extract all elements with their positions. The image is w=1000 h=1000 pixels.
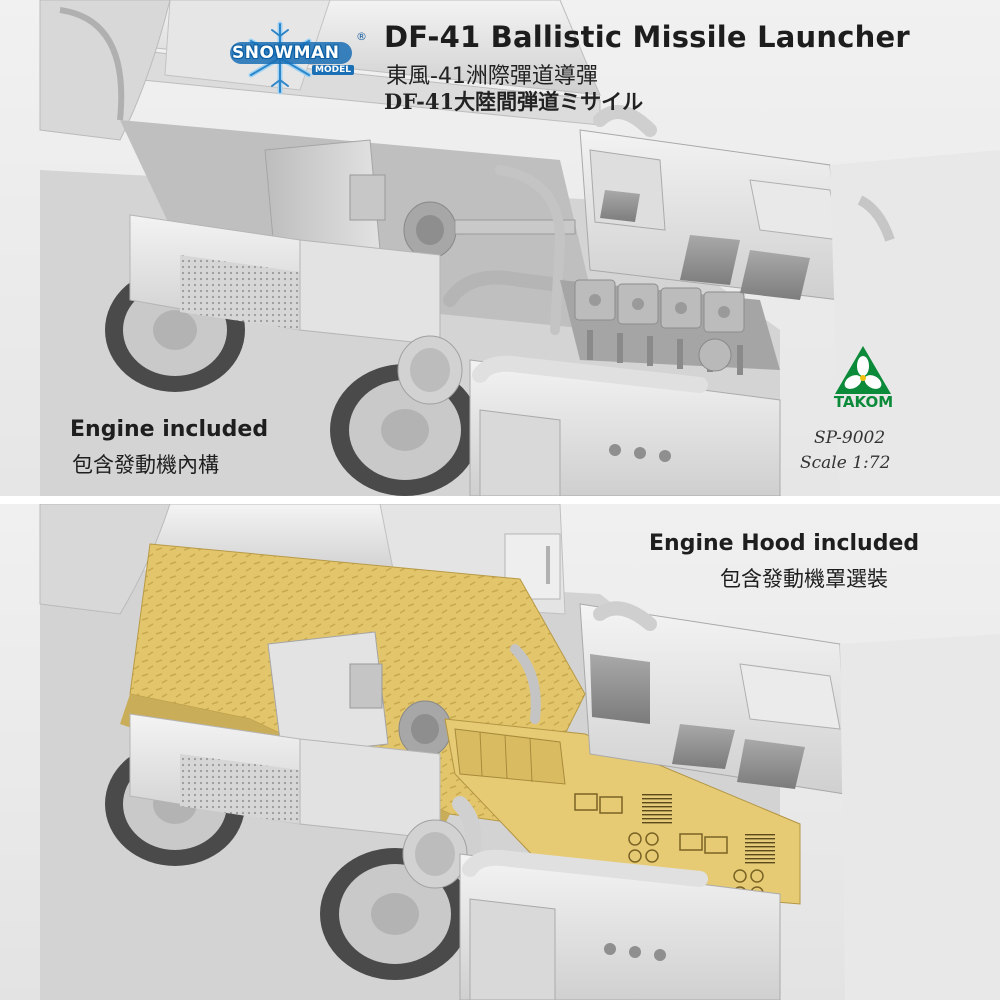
engine-render-panel: SNOWMAN MODEL ® DF-41 Ballistic Missile … bbox=[0, 0, 1000, 496]
panel-divider bbox=[0, 496, 1000, 504]
brand-name: SNOWMAN bbox=[232, 43, 340, 63]
product-code: SP-9002 bbox=[814, 428, 886, 448]
snowflake-icon bbox=[230, 21, 352, 95]
feature-label-engine-hood: Engine Hood included bbox=[649, 531, 920, 556]
product-title: DF-41 Ballistic Missile Launcher bbox=[384, 20, 910, 54]
engine-hood-render-panel: Engine Hood included 包含發動機罩選裝 bbox=[0, 504, 1000, 1000]
engine-hood-render bbox=[39, 504, 1000, 1000]
feature-label-engine-chinese: 包含發動機內構 bbox=[72, 453, 219, 477]
product-title-japanese: DF-41大陸間弾道ミサイル bbox=[384, 89, 644, 114]
registered-mark: ® bbox=[356, 30, 367, 43]
feature-label-engine-hood-chinese: 包含發動機罩選裝 bbox=[720, 567, 888, 591]
feature-label-engine: Engine included bbox=[70, 417, 269, 442]
maker-name: TAKOM bbox=[833, 393, 894, 411]
engine-bay-render bbox=[39, 0, 1000, 496]
takom-leaf-icon bbox=[835, 346, 891, 394]
product-title-chinese: 東風-41洲際彈道導彈 bbox=[386, 64, 598, 89]
brand-subname: MODEL bbox=[312, 65, 354, 75]
product-scale: Scale 1:72 bbox=[800, 453, 891, 473]
